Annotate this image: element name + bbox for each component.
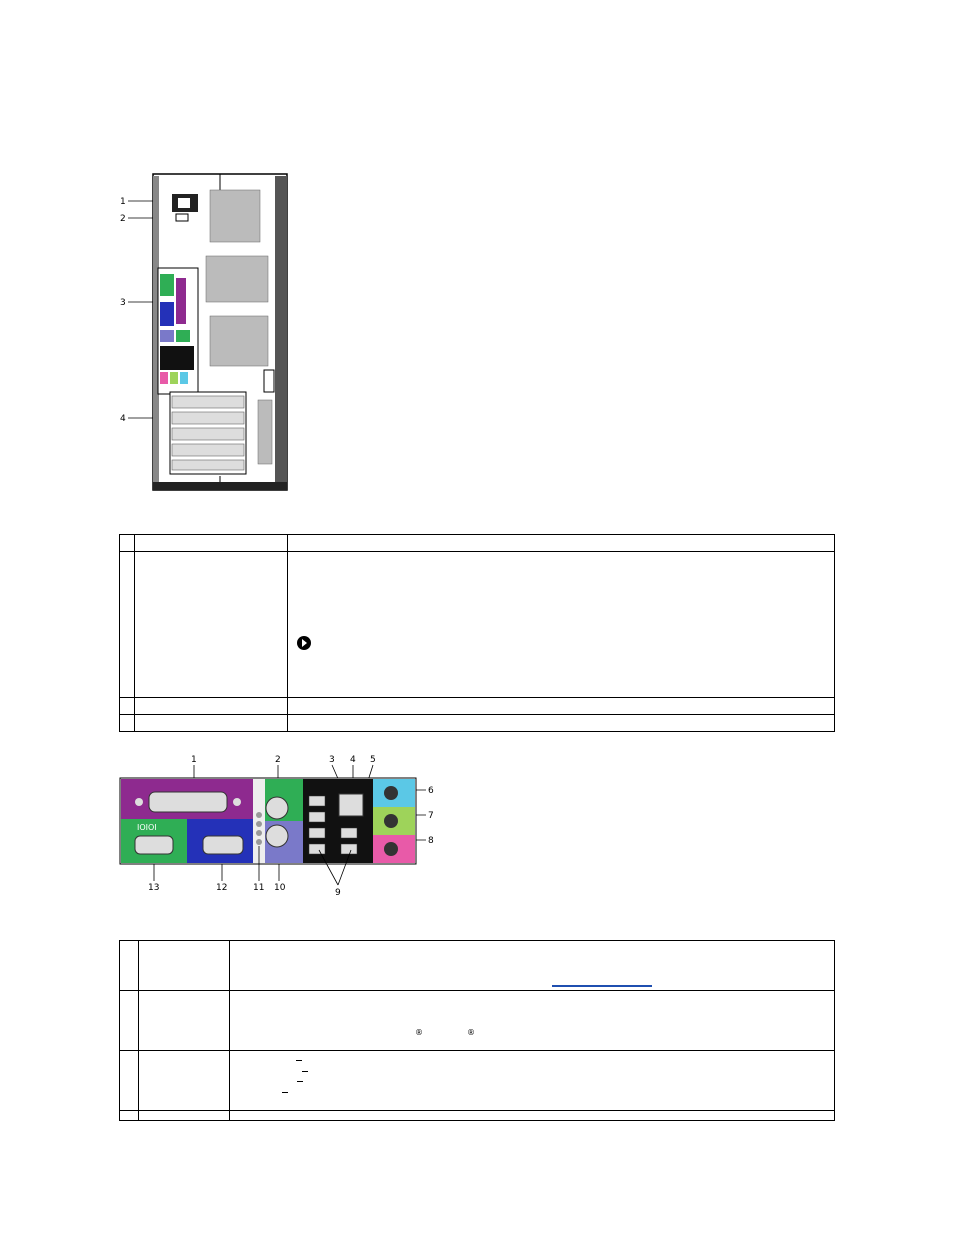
notice-icon [297,636,311,650]
table-cell [287,534,835,552]
serial-port-label: IOIOI [137,823,157,832]
callout-1: 1 [120,197,126,207]
callout-3: 3 [120,298,126,308]
callout-6: 6 [428,786,434,796]
callout-4: 4 [120,414,126,424]
callout-1: 1 [191,755,197,765]
dash-mark [296,1060,302,1061]
callout-2: 2 [120,214,126,224]
dash-mark [282,1092,288,1093]
table-cell [138,990,230,1051]
table-cell [134,714,288,732]
table-cell [134,534,288,552]
table-cell [229,990,835,1051]
callout-13: 13 [148,883,159,893]
table-cell [229,1050,835,1111]
back-view-table [119,534,835,732]
table-cell [119,1110,139,1121]
callout-7: 7 [428,811,434,821]
callout-2: 2 [275,755,281,765]
callout-12: 12 [216,883,227,893]
table-cell [119,990,139,1051]
table-cell [134,697,288,715]
network-adapter [338,793,364,817]
hyperlink-underline[interactable] [552,985,652,987]
table-cell [119,534,135,552]
table-cell [229,1110,835,1121]
table-cell [287,714,835,732]
table-cell [287,697,835,715]
callout-4: 4 [350,755,356,765]
table-cell [119,551,135,698]
table-cell [119,940,139,991]
callout-3: 3 [329,755,335,765]
callout-11: 11 [253,883,264,893]
table-cell [119,714,135,732]
table-cell [134,551,288,698]
connectors-table [119,940,835,1121]
dash-mark [297,1081,303,1082]
table-cell [229,940,835,991]
dash-mark [302,1071,308,1072]
back-panel-connectors-figure: 1 2 3 4 5 6 7 8 IOIOI [119,755,434,898]
registered-mark: ® [415,1028,423,1037]
table-cell [138,940,230,991]
callout-5: 5 [370,755,376,765]
callout-10: 10 [274,883,286,893]
table-cell [138,1110,230,1121]
table-cell [138,1050,230,1111]
callout-9: 9 [335,888,341,898]
callout-8: 8 [428,836,434,846]
computer-back-view-figure: 1 2 3 4 [120,173,288,491]
table-cell [119,1050,139,1111]
table-cell [119,697,135,715]
table-cell [287,551,835,698]
voltage-switch [175,213,189,222]
registered-mark: ® [467,1028,475,1037]
